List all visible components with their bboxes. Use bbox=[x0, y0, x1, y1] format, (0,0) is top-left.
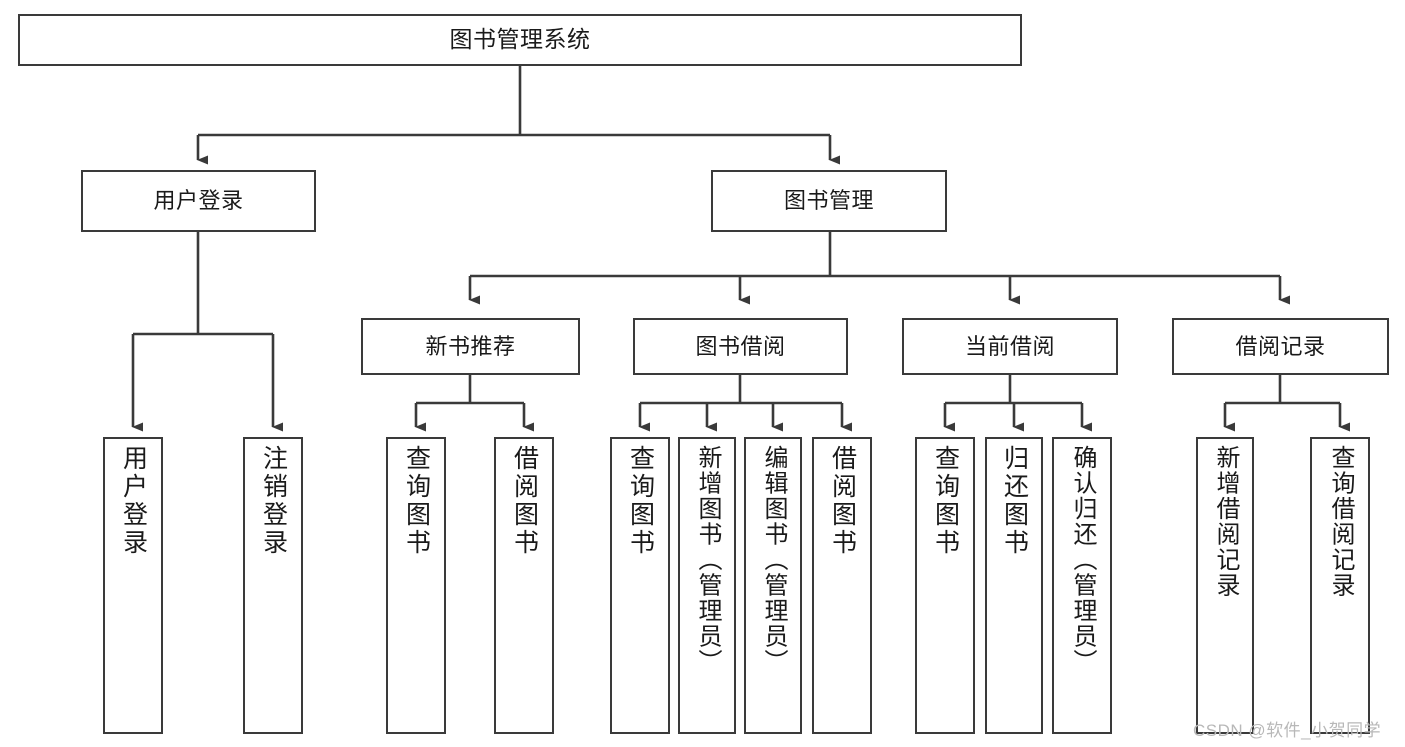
leaf-borrow-add-book-admin[interactable]: 新增图书（管理员） bbox=[678, 437, 736, 734]
node-label: 查询图书 bbox=[626, 445, 655, 557]
leaf-user-login-logout[interactable]: 注销登录 bbox=[243, 437, 303, 734]
node-label: 注销登录 bbox=[259, 445, 288, 557]
node-label: 新增图书（管理员） bbox=[694, 445, 721, 675]
node-label: 编辑图书（管理员） bbox=[760, 445, 787, 675]
leaf-borrow-query-book[interactable]: 查询图书 bbox=[610, 437, 670, 734]
node-label: 借阅图书 bbox=[828, 445, 857, 557]
node-book-borrow[interactable]: 图书借阅 bbox=[633, 318, 848, 375]
leaf-recommend-borrow-book[interactable]: 借阅图书 bbox=[494, 437, 554, 734]
node-label: 查询图书 bbox=[402, 445, 431, 557]
node-label: 借阅记录 bbox=[1235, 333, 1326, 359]
leaf-record-add-record[interactable]: 新增借阅记录 bbox=[1196, 437, 1254, 734]
leaf-recommend-query-book[interactable]: 查询图书 bbox=[386, 437, 446, 734]
node-user-login[interactable]: 用户登录 bbox=[81, 170, 316, 232]
node-label: 新书推荐 bbox=[425, 333, 516, 359]
node-label: 图书管理 bbox=[783, 188, 874, 214]
leaf-user-login-signin[interactable]: 用户登录 bbox=[103, 437, 163, 734]
node-label: 新增借阅记录 bbox=[1212, 445, 1239, 598]
node-book-management[interactable]: 图书管理 bbox=[711, 170, 947, 232]
node-current-borrow[interactable]: 当前借阅 bbox=[902, 318, 1118, 375]
leaf-current-query-book[interactable]: 查询图书 bbox=[915, 437, 975, 734]
node-label: 图书借阅 bbox=[695, 333, 786, 359]
node-label: 借阅图书 bbox=[510, 445, 539, 557]
node-label: 当前借阅 bbox=[964, 333, 1055, 359]
node-label: 用户登录 bbox=[119, 445, 148, 557]
node-borrow-record[interactable]: 借阅记录 bbox=[1172, 318, 1389, 375]
leaf-borrow-edit-book-admin[interactable]: 编辑图书（管理员） bbox=[744, 437, 802, 734]
leaf-borrow-borrow-book[interactable]: 借阅图书 bbox=[812, 437, 872, 734]
node-label: 归还图书 bbox=[1000, 445, 1029, 557]
node-label: 用户登录 bbox=[153, 188, 244, 214]
node-label: 查询借阅记录 bbox=[1327, 445, 1354, 598]
node-label: 查询图书 bbox=[931, 445, 960, 557]
node-label: 确认归还（管理员） bbox=[1069, 445, 1096, 675]
leaf-current-return-book[interactable]: 归还图书 bbox=[985, 437, 1043, 734]
csdn-watermark: CSDN @软件_小贺同学 bbox=[1193, 721, 1382, 740]
leaf-record-query-record[interactable]: 查询借阅记录 bbox=[1310, 437, 1370, 734]
leaf-current-confirm-return-admin[interactable]: 确认归还（管理员） bbox=[1052, 437, 1112, 734]
node-root-system[interactable]: 图书管理系统 bbox=[18, 14, 1022, 66]
node-label: 图书管理系统 bbox=[449, 26, 591, 53]
node-new-book-recommend[interactable]: 新书推荐 bbox=[361, 318, 580, 375]
